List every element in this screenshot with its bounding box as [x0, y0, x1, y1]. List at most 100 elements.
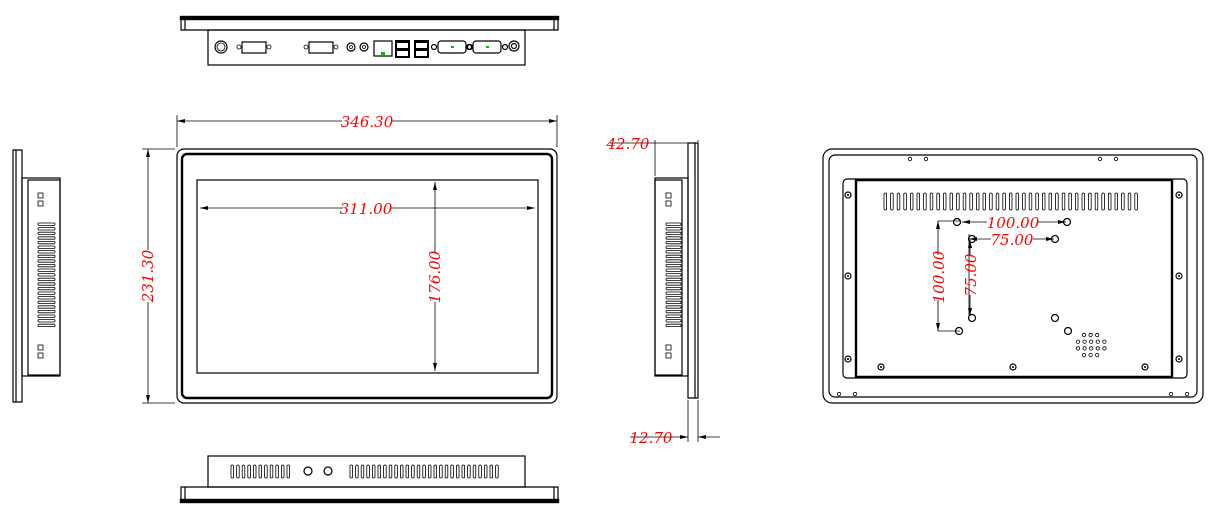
screw-icon — [236, 44, 242, 50]
vent-slot — [665, 291, 682, 295]
vent-slot — [910, 192, 914, 211]
power-button-icon — [216, 42, 226, 52]
vent-slot — [37, 227, 56, 231]
speaker-hole-icon — [1095, 352, 1100, 358]
vent-slot — [37, 231, 56, 235]
display-area — [196, 179, 539, 374]
vesa-75-vertical-label: 75.00 — [962, 253, 980, 296]
vent-slot — [665, 263, 682, 268]
vent-slot — [37, 277, 56, 282]
vent-slot — [665, 277, 682, 282]
vent-slot — [1015, 192, 1019, 211]
screw-hole-icon — [836, 391, 842, 397]
vent-slot — [1088, 192, 1092, 211]
bottom-bezel-edge — [179, 498, 560, 504]
screw-icon — [877, 363, 885, 371]
vent-slot — [394, 464, 398, 479]
vent-slot — [949, 192, 953, 211]
hole-icon — [1063, 326, 1073, 336]
vent-slot — [1042, 192, 1046, 211]
vent-slot — [1061, 192, 1066, 211]
speaker-hole-icon — [1082, 346, 1087, 351]
screw-icon — [1012, 366, 1014, 368]
power-button-icon — [214, 40, 228, 54]
vesa-hole-icon — [967, 313, 977, 323]
vent-slot — [247, 464, 251, 479]
vent-slot — [665, 259, 682, 263]
vent-slot — [405, 464, 409, 479]
vent-slot — [427, 464, 432, 479]
speaker-hole-icon — [1089, 339, 1094, 344]
vent-slot — [665, 296, 682, 300]
vesa-75-horizontal-label: 75.00 — [991, 231, 1034, 249]
vent-slot — [37, 319, 56, 323]
screw-icon — [1141, 363, 1149, 371]
screw-hole-icon — [852, 391, 858, 397]
dc-in-icon — [508, 40, 520, 52]
screw-icon — [844, 272, 852, 280]
vent-slot — [665, 305, 682, 309]
vent-slot — [37, 286, 56, 291]
top-view — [179, 15, 560, 66]
right-body-outline — [654, 177, 689, 377]
vent-slot — [360, 464, 365, 479]
vent-slot — [665, 323, 682, 328]
left-side-view — [12, 149, 61, 403]
vent-slot — [896, 192, 901, 211]
ethernet-port-icon — [373, 40, 393, 57]
screw-icon — [1178, 275, 1180, 277]
vent-slot — [1048, 192, 1052, 211]
vent-slot — [665, 240, 682, 245]
speaker-hole-icon — [1075, 346, 1081, 351]
usb-slot — [416, 51, 427, 56]
speaker-hole-icon — [1095, 332, 1100, 338]
vent-slot — [37, 309, 56, 314]
vent-slot — [478, 464, 482, 479]
port-marker — [381, 52, 385, 55]
vent-slot — [923, 192, 927, 211]
vesa-100-vertical-label: 100.00 — [930, 250, 948, 303]
vent-slot — [665, 273, 682, 277]
hole-icon — [1050, 313, 1060, 323]
vent-slot — [37, 254, 56, 258]
left-body — [27, 179, 61, 376]
audio-jack-icon — [346, 42, 356, 52]
speaker-hole-icon — [1082, 339, 1087, 344]
screw-icon — [844, 191, 852, 199]
right-vents — [665, 192, 682, 359]
speaker-hole-icon — [1089, 346, 1094, 351]
side-square-icon — [665, 192, 672, 199]
bottom-view — [179, 455, 560, 504]
screw-icon — [1144, 366, 1146, 368]
port-marker — [486, 46, 489, 48]
vent-slot — [355, 464, 359, 479]
vent-slot — [665, 314, 682, 318]
screw-icon — [1009, 363, 1017, 371]
vent-slot — [377, 464, 381, 479]
vent-slot — [422, 464, 426, 479]
front-bezel — [180, 152, 554, 400]
vent-slot — [483, 464, 488, 479]
vent-slot — [989, 192, 993, 211]
vent-slot — [1081, 192, 1085, 211]
screw-icon — [844, 355, 852, 363]
speaker-hole-icon — [1088, 352, 1093, 358]
rear-inner-frame — [828, 154, 1198, 398]
vent-slot — [929, 192, 934, 211]
vent-slot — [1134, 192, 1138, 211]
screw-icon — [501, 43, 509, 51]
vent-slot — [280, 464, 285, 479]
vent-slot — [286, 464, 290, 479]
vent-slot — [962, 192, 967, 211]
io-ports — [214, 40, 520, 58]
vent-slot — [982, 192, 986, 211]
screw-hole-icon — [1113, 156, 1119, 162]
side-square-icon — [37, 192, 44, 199]
vent-slot — [230, 464, 234, 479]
vent-slot — [1068, 192, 1072, 211]
vent-slot — [264, 464, 268, 479]
vent-slot — [665, 236, 682, 240]
speaker-hole-icon — [1088, 332, 1093, 338]
screw-icon — [1178, 194, 1180, 196]
screw-icon — [333, 44, 339, 50]
